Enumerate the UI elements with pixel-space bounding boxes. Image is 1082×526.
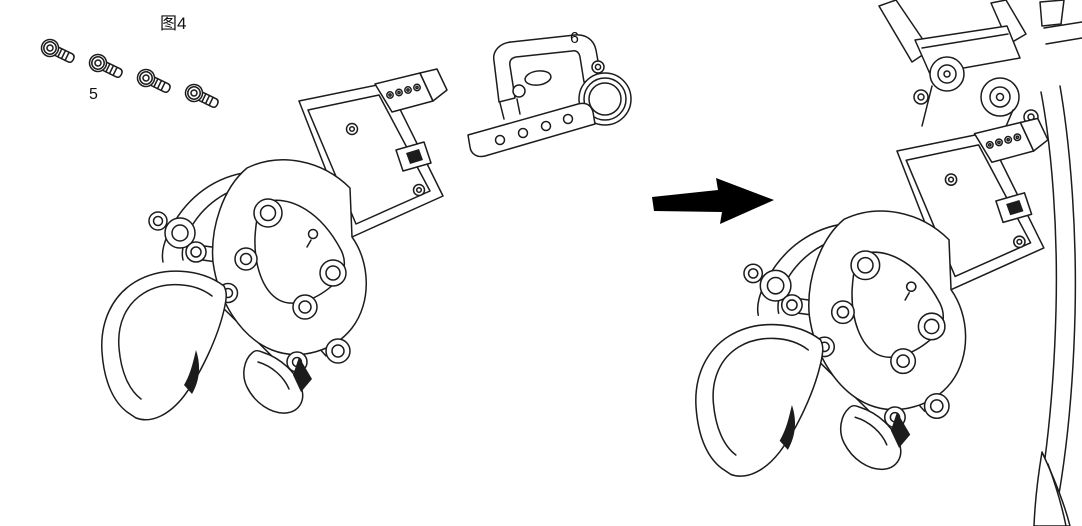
bracket-part: [467, 34, 632, 158]
connector-pins: [386, 83, 421, 99]
screw-icon: [184, 83, 219, 108]
part-label-screws: 5: [89, 86, 98, 103]
gripper-fingertip-left: [101, 270, 227, 421]
gripper-bosses: [253, 198, 347, 287]
bracket-base-plate: [467, 102, 596, 158]
gripper-body: [211, 159, 367, 356]
screw-icon: [136, 68, 171, 93]
figure-title: 图4: [160, 14, 186, 33]
assembly-arrow-icon: [652, 178, 774, 224]
gripper-fingertip-right: [243, 349, 312, 414]
screw-icon: [40, 38, 75, 63]
arm-column: [1033, 0, 1082, 526]
gripper-assembly-assembled: [695, 117, 1049, 477]
part-label-bracket: 6: [570, 30, 579, 47]
screw-icon: [88, 53, 123, 78]
roller-icon: [929, 56, 1020, 117]
bracket-handle: [492, 34, 602, 103]
gripper-assembly-exploded: [101, 68, 448, 421]
screws-group: [40, 38, 219, 108]
arm-base-wedge: [1033, 451, 1071, 526]
gripper-joints: [148, 211, 351, 373]
robot-arm: [878, 0, 1082, 526]
labels: 图4 5 6: [89, 14, 579, 103]
